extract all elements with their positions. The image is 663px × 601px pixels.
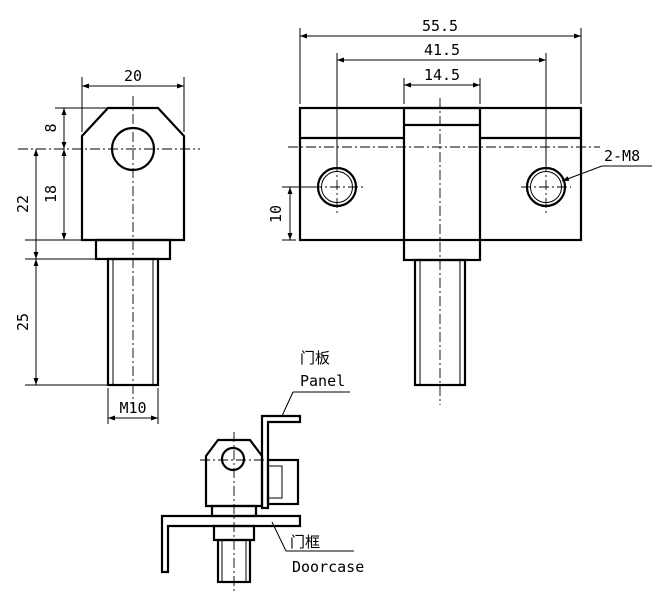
front-view: 20 8 18 22 25 M10	[14, 67, 200, 424]
panel-plate	[260, 414, 302, 510]
mounting-plate	[298, 106, 583, 242]
dim-body: 22	[14, 195, 32, 213]
doorcase-label-cn: 门框	[290, 533, 320, 551]
center-block	[402, 106, 482, 262]
doorcase-label-en: Doorcase	[292, 558, 364, 576]
dim-width: 20	[124, 67, 142, 85]
hole-callout: 2-M8	[604, 147, 640, 165]
dim-top: 8	[42, 123, 60, 132]
dim-thread: M10	[119, 399, 146, 417]
panel-label-en: Panel	[300, 372, 345, 390]
dim-overall-width: 55.5	[422, 17, 458, 35]
panel-mount-plate	[266, 458, 300, 506]
install-pivot-hole	[220, 446, 246, 472]
dim-hole-spacing: 41.5	[424, 41, 460, 59]
side-view: 55.5 41.5 14.5 10 2-M8	[267, 17, 652, 405]
installation-view: 门板 Panel 门框 Doorcase	[160, 349, 364, 594]
dim-hole: 18	[42, 185, 60, 203]
panel-label-cn: 门板	[300, 349, 330, 367]
dim-thread-length: 25	[14, 313, 32, 331]
doorcase-plate	[160, 514, 302, 574]
dim-center-width: 14.5	[424, 66, 460, 84]
dim-hole-height: 10	[267, 205, 285, 223]
